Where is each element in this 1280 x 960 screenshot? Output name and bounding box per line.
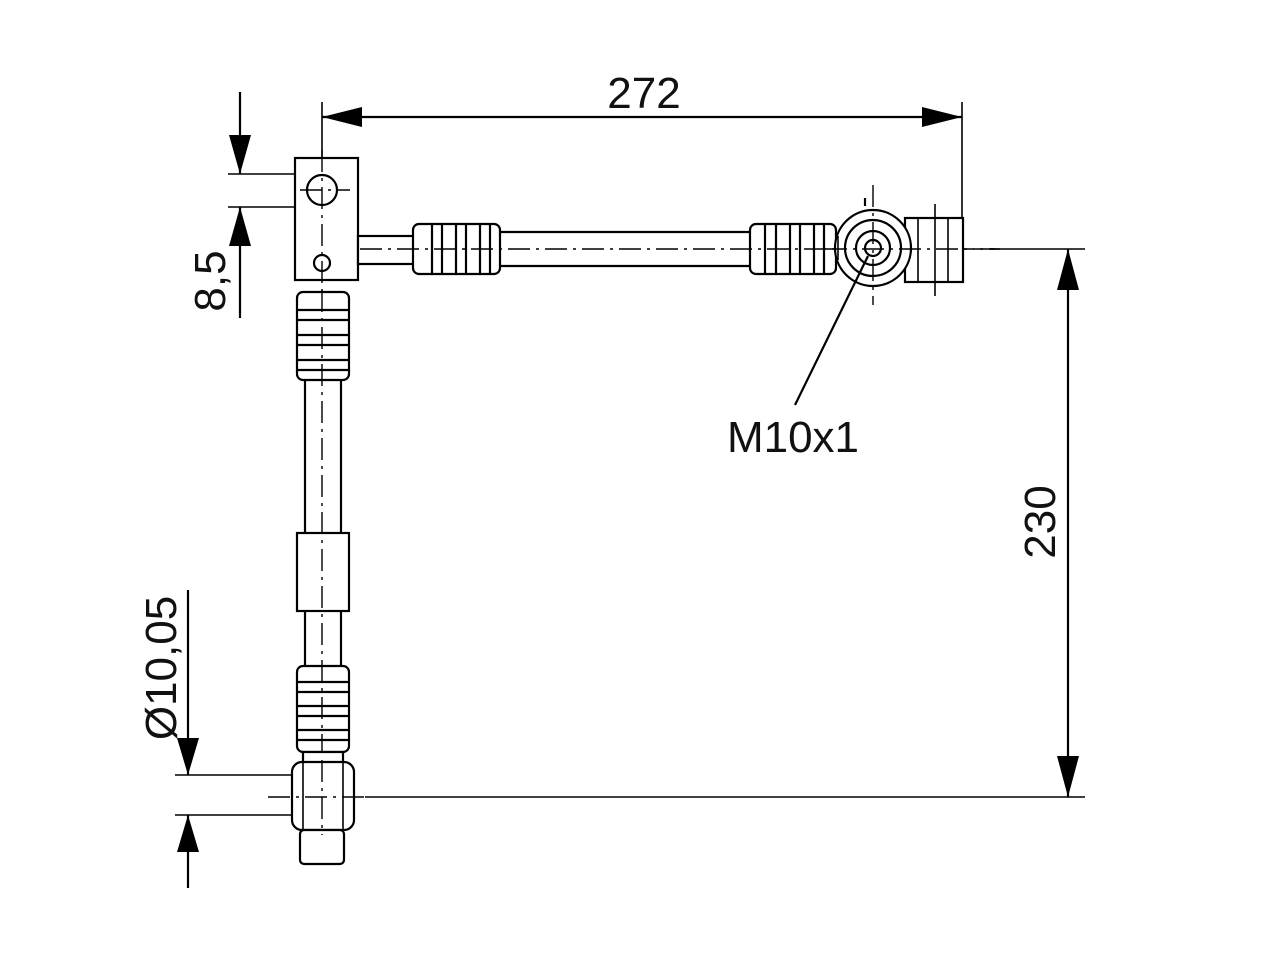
dimension-length: 272 — [321, 69, 963, 222]
mounting-bracket — [293, 150, 360, 292]
dimension-height: 230 — [365, 248, 1085, 798]
dimension-bracket-hole: 8,5 — [186, 92, 345, 318]
dimension-height-label: 230 — [1016, 485, 1065, 558]
dimension-bracket-hole-label: 8,5 — [186, 250, 235, 311]
dimension-hose-diameter: Ø10,05 — [137, 590, 300, 888]
thread-callout: M10x1 — [727, 255, 869, 462]
thread-label: M10x1 — [727, 413, 859, 462]
banjo-fitting — [825, 185, 1000, 305]
dimension-hose-diameter-label: Ø10,05 — [137, 596, 186, 740]
bottom-fitting — [268, 750, 370, 866]
vertical-hose — [295, 290, 351, 770]
dimension-length-label: 272 — [607, 69, 680, 118]
